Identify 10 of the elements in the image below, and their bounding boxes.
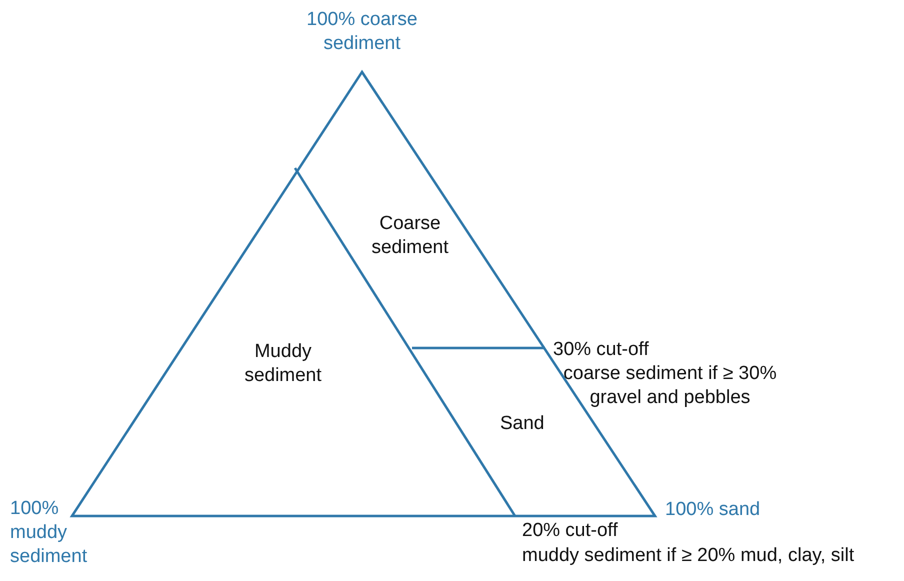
cut-off-label: 30% cut-off — [553, 338, 650, 362]
corner-label: 100% muddy sediment — [10, 497, 88, 569]
region-label: Muddy sediment — [243, 340, 323, 388]
corner-label: 100% sand — [665, 498, 762, 522]
region-label: Sand — [500, 412, 546, 436]
note-text: muddy sediment if ≥ 20% mud, clay, silt — [522, 544, 856, 568]
cut-off-label: 20% cut-off — [522, 519, 619, 543]
region-label: Coarse sediment — [370, 212, 450, 260]
note-text: coarse sediment if ≥ 30% gravel and pebbles — [562, 362, 778, 410]
corner-label: 100% coarse sediment — [306, 8, 418, 56]
